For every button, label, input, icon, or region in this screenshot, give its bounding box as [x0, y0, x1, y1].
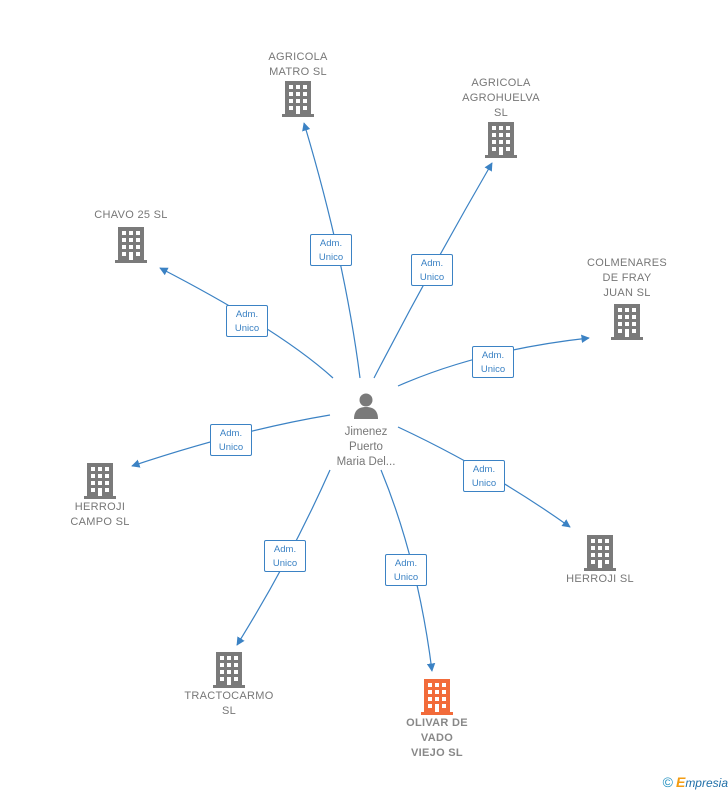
footer-watermark: ©Empresia [663, 774, 728, 790]
building-icon [84, 463, 116, 499]
company-node-tractocarmo[interactable]: TRACTOCARMO SL [169, 651, 289, 719]
relation-type: Unico [480, 364, 506, 375]
relation-badge-agricola-agrohuelva[interactable]: Adm. Unico [411, 254, 453, 286]
company-node-herroji-campo[interactable]: HERROJI CAMPO SL [40, 462, 160, 530]
relation-role: Adm. [219, 428, 243, 439]
company-node-herroji[interactable]: HERROJI SL [540, 534, 660, 587]
building-icon [611, 304, 643, 340]
company-node-agricola-agrohuelva[interactable]: AGRICOLA AGROHUELVA SL [441, 76, 561, 159]
company-name: CHAVO 25 SL [94, 209, 168, 221]
building-icon [213, 652, 245, 688]
relation-role: Adm. [319, 238, 343, 249]
building-icon [421, 679, 453, 715]
company-name: COLMENARES DE FRAY JUAN SL [586, 257, 668, 299]
person-name: Jimenez Puerto Maria Del... [336, 426, 396, 468]
relation-type: Unico [419, 272, 445, 283]
company-node-agricola-matro[interactable]: AGRICOLA MATRO SL [238, 50, 358, 118]
relation-type: Unico [393, 572, 419, 583]
relation-badge-tractocarmo[interactable]: Adm. Unico [264, 540, 306, 572]
person-node[interactable]: Jimenez Puerto Maria Del... [316, 390, 416, 470]
relation-type: Unico [218, 442, 244, 453]
building-icon [584, 535, 616, 571]
relation-badge-chavo-25[interactable]: Adm. Unico [226, 305, 268, 337]
building-icon [115, 227, 147, 263]
relation-badge-colmenares[interactable]: Adm. Unico [472, 346, 514, 378]
company-node-chavo-25[interactable]: CHAVO 25 SL [71, 208, 191, 264]
company-name: OLIVAR DE VADO VIEJO SL [406, 717, 468, 759]
company-name: AGRICOLA MATRO SL [268, 51, 328, 78]
relation-type: Unico [272, 558, 298, 569]
building-icon [282, 81, 314, 117]
brand-name: mpresia [685, 776, 728, 790]
building-icon [485, 122, 517, 158]
relation-role: Adm. [481, 350, 505, 361]
relation-role: Adm. [420, 258, 444, 269]
company-name: AGRICOLA AGROHUELVA SL [462, 77, 540, 119]
company-name: HERROJI SL [566, 573, 634, 585]
relation-role: Adm. [235, 309, 259, 320]
relation-badge-herroji[interactable]: Adm. Unico [463, 460, 505, 492]
brand-logo-initial: E [675, 774, 686, 790]
relation-type: Unico [471, 478, 497, 489]
relation-role: Adm. [472, 464, 496, 475]
relation-role: Adm. [394, 558, 418, 569]
relation-badge-agricola-matro[interactable]: Adm. Unico [310, 234, 352, 266]
relation-type: Unico [318, 252, 344, 263]
relation-role: Adm. [273, 544, 297, 555]
company-node-colmenares[interactable]: COLMENARES DE FRAY JUAN SL [567, 256, 687, 341]
relation-type: Unico [234, 323, 260, 334]
relation-badge-olivar[interactable]: Adm. Unico [385, 554, 427, 586]
company-node-olivar[interactable]: OLIVAR DE VADO VIEJO SL [377, 678, 497, 761]
relation-badge-herroji-campo[interactable]: Adm. Unico [210, 424, 252, 456]
person-icon [354, 393, 378, 419]
company-name: TRACTOCARMO SL [184, 690, 274, 717]
copyright-symbol: © [662, 774, 673, 790]
company-name: HERROJI CAMPO SL [70, 501, 130, 528]
